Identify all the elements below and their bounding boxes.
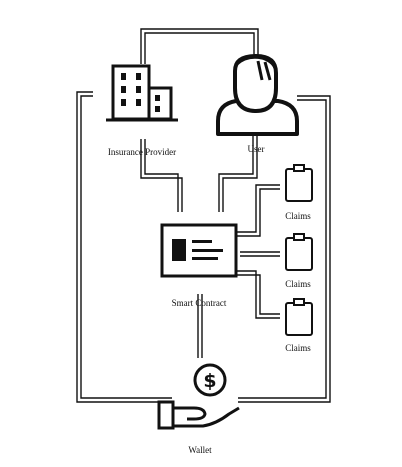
- claims-label: Claims: [285, 343, 311, 353]
- user-label: User: [248, 144, 265, 154]
- connector-contract-wallet: [197, 294, 203, 358]
- claims-label: Claims: [285, 279, 311, 289]
- claims-node: Claims: [285, 298, 313, 353]
- insurance-provider-label: Insurance Provider: [108, 147, 176, 157]
- user-node: User: [216, 54, 299, 154]
- smart-contract-label: Smart Contract: [172, 298, 227, 308]
- clipboard-icon: [285, 233, 313, 271]
- claims-node: Claims: [285, 233, 313, 289]
- connector-user-wallet: [238, 95, 331, 403]
- connector-contract-claims-2: [240, 251, 280, 257]
- connector-provider-user: [140, 28, 259, 64]
- connector-contract-claims-1: [237, 184, 280, 237]
- claims-label: Claims: [285, 211, 311, 221]
- hand-holding-dollar-icon: $: [157, 363, 240, 430]
- clipboard-icon: [285, 164, 313, 202]
- clipboard-icon: [285, 298, 313, 336]
- insurance-provider-node: Insurance Provider: [106, 64, 178, 157]
- wallet-label: Wallet: [188, 445, 212, 455]
- connector-provider-contract: [140, 139, 183, 212]
- claims-node: Claims: [285, 164, 313, 221]
- smart-contract-node: Smart Contract: [160, 223, 238, 308]
- contract-document-icon: [160, 223, 238, 278]
- connector-user-contract: [218, 133, 258, 212]
- connector-provider-wallet: [76, 91, 172, 403]
- connector-contract-claims-3: [237, 270, 280, 319]
- svg-text:$: $: [203, 370, 216, 392]
- office-building-icon: [106, 64, 178, 122]
- user-avatar-icon: [216, 54, 299, 136]
- wallet-node: $ Wallet: [157, 363, 240, 455]
